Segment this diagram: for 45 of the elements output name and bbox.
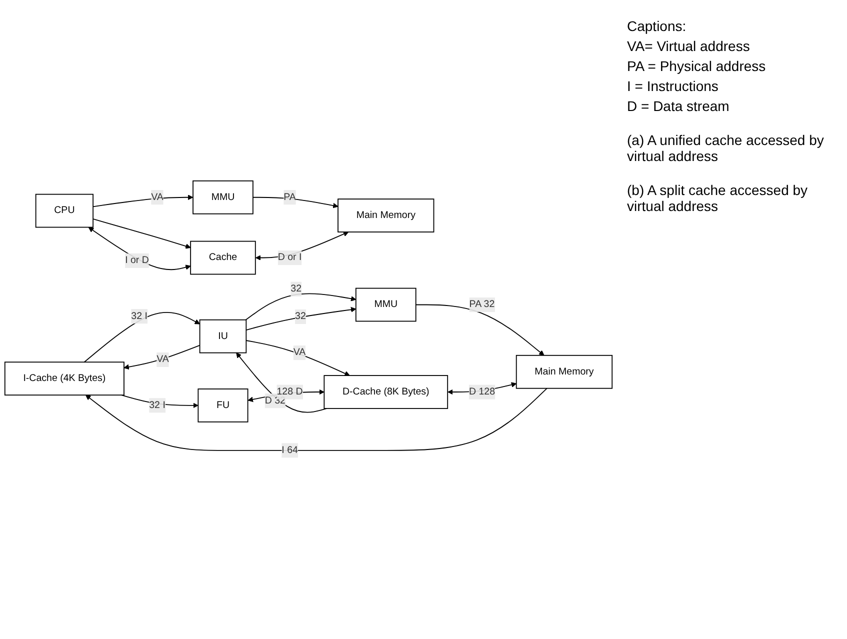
- node-box: IU: [199, 320, 247, 354]
- caption-note: VA= Virtual address: [627, 38, 751, 54]
- arrow: [84, 312, 200, 363]
- arrow: [252, 197, 338, 208]
- caption-note: D = Data stream: [627, 98, 730, 114]
- edge-label: 32: [290, 284, 302, 294]
- arrow: [124, 345, 200, 370]
- node-box: MMU: [192, 180, 254, 214]
- arrow: [88, 227, 191, 270]
- edge-label: 128 D: [276, 386, 303, 398]
- edge-label: VA: [293, 347, 306, 358]
- arrow: [236, 352, 328, 413]
- edge-label: I or D: [125, 255, 149, 266]
- arrow: [120, 394, 198, 408]
- arrow: [245, 293, 356, 320]
- arrow: [415, 304, 544, 356]
- edge-label: PA: [284, 192, 296, 202]
- edge-label: D 32: [264, 395, 286, 406]
- edge-label: 32 I: [131, 311, 148, 322]
- caption-note: PA = Physical address: [627, 58, 767, 74]
- caption-note: Captions:: [627, 18, 688, 34]
- arrow: [246, 340, 350, 376]
- edge-label: D or I: [278, 252, 302, 263]
- edge-label: 32: [295, 311, 306, 322]
- edge-label: PA 32: [469, 299, 495, 310]
- node-box: FU: [198, 388, 248, 423]
- node-box: D-Cache (8K Bytes): [324, 375, 448, 410]
- node-box: Main Memory: [338, 198, 434, 233]
- edge-label: VA: [151, 192, 164, 202]
- node-box: Main Memory: [516, 355, 613, 389]
- arrow: [246, 307, 356, 331]
- node-box: MMU: [355, 288, 416, 322]
- figure-caption: (b) A split cache accessed by virtual address: [627, 182, 809, 214]
- edge-label: D 128: [468, 386, 496, 398]
- node-box: CPU: [35, 194, 94, 228]
- arrow: [255, 232, 349, 261]
- figure-caption: (a) A unified cache accessed by virtual address: [627, 132, 825, 164]
- arrow: [92, 194, 194, 208]
- edge-label: 32 I: [149, 400, 166, 410]
- edge-label: VA: [156, 354, 169, 365]
- node-box: Cache: [190, 241, 256, 275]
- edge-label: I 64: [282, 445, 298, 456]
- arrow: [92, 218, 191, 249]
- caption-note: I = Instructions: [627, 78, 720, 94]
- node-box: I-Cache (4K Bytes): [4, 362, 124, 396]
